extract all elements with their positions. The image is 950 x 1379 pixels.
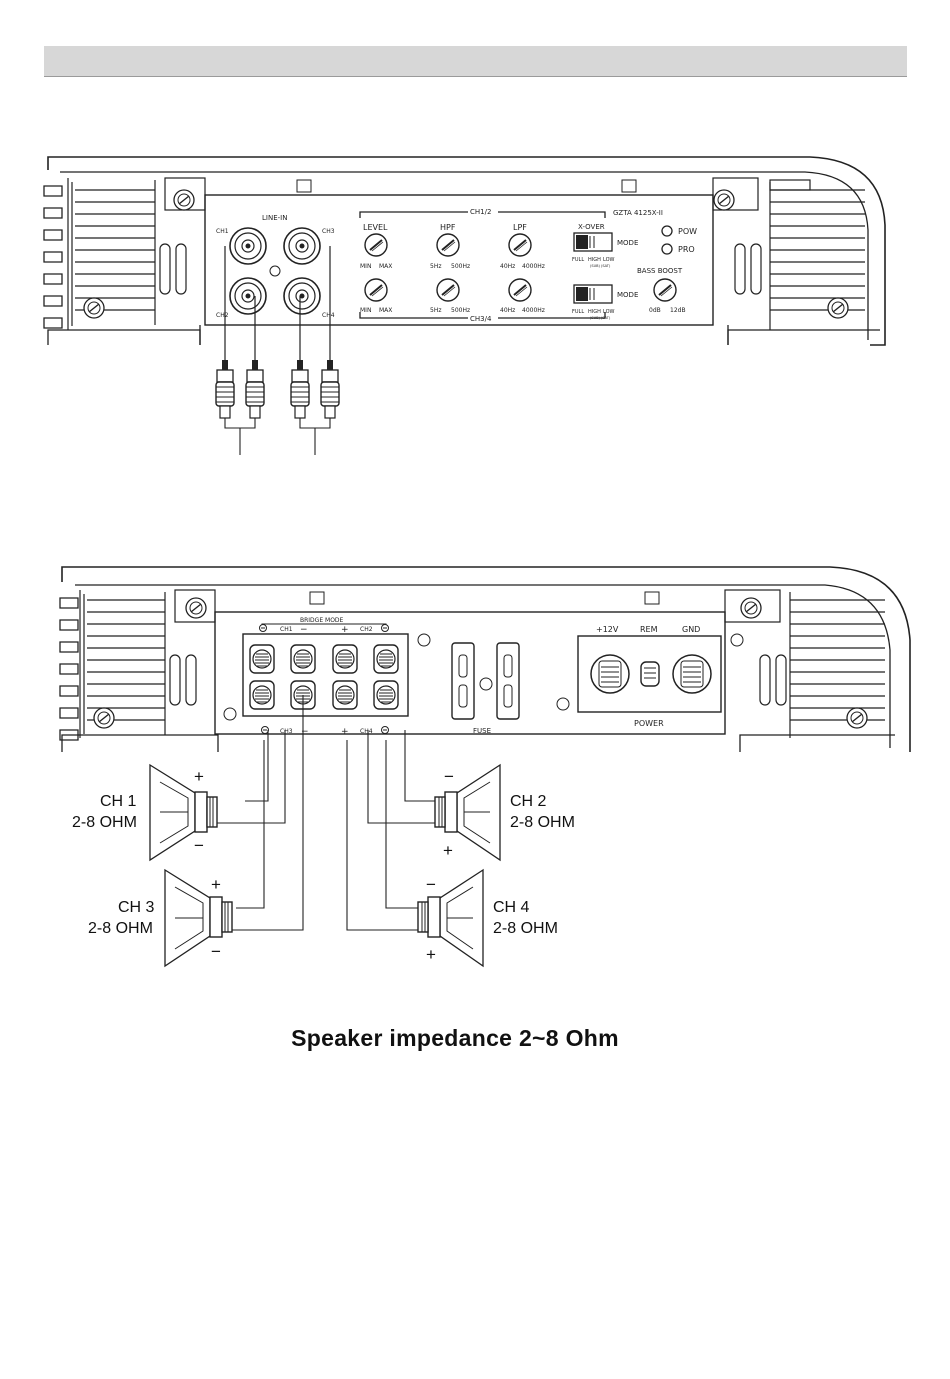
speaker-ch4: [417, 868, 484, 968]
speaker-ch1: [149, 763, 218, 862]
label-level-min-2: MIN: [360, 307, 371, 314]
label-hpf-hi-1: 500Hz: [451, 263, 470, 270]
label-low-1: LOW: [603, 257, 615, 263]
label-level: LEVEL: [363, 223, 388, 232]
label-lpf-lo-1: 40Hz: [500, 263, 515, 270]
label-bass-boost: BASS BOOST: [637, 267, 683, 275]
label-ch34: CH3/4: [470, 315, 492, 323]
label-bottom-ch3: CH3: [280, 728, 293, 735]
ch1-plus-sign: +: [194, 767, 204, 786]
caption-text: Speaker impedance 2~8 Ohm: [291, 1025, 619, 1051]
ch3-minus-sign: −: [211, 942, 221, 961]
ch4-minus-sign: −: [426, 875, 436, 894]
label-hpf-lo-1: 5Hz: [430, 263, 441, 270]
label-lpf-lo-2: 40Hz: [500, 307, 515, 314]
label-full-1: FULL: [572, 257, 584, 263]
label-high-1: HIGH: [588, 257, 601, 263]
speaker-ch2: [434, 763, 501, 862]
label-line-in: LINE-IN: [262, 214, 287, 222]
label-ch12: CH1/2: [470, 208, 491, 216]
top-amplifier: LINE-IN CH1 CH3 CH2 CH4 CH1/2 CH3/4 GZTA…: [43, 156, 886, 455]
label-rem: REM: [640, 625, 658, 634]
label-speaker-ch4: CH 4: [493, 899, 530, 916]
label-speaker-ch3: CH 3: [118, 899, 155, 916]
label-top-ch2: CH2: [216, 312, 229, 319]
label-bottom-minus: −: [301, 727, 309, 737]
label-power: POWER: [634, 719, 664, 728]
label-speaker-ch1-ohm: 2-8 OHM: [72, 814, 137, 831]
label-speaker-ch1: CH 1: [100, 793, 137, 810]
label-top-plus: +: [341, 625, 349, 635]
label-high-2: HIGH: [588, 309, 601, 315]
label-top-ch4: CH4: [322, 312, 335, 319]
label-fuse: FUSE: [473, 727, 491, 735]
label-mode-2: MODE: [617, 291, 638, 299]
label-12v: +12V: [596, 625, 619, 634]
label-lpf: LPF: [513, 223, 527, 232]
ch1-minus-sign: −: [194, 836, 204, 855]
ch4-plus-sign: +: [426, 945, 436, 964]
label-level-max-2: MAX: [379, 307, 392, 314]
label-bridge-mode: BRIDGE MODE: [300, 617, 344, 624]
label-hpf-lo-2: 5Hz: [430, 307, 441, 314]
label-xover: X-OVER: [578, 223, 605, 231]
label-speaker-ch2: CH 2: [510, 793, 547, 810]
ch3-plus-sign: +: [211, 875, 221, 894]
label-bb-lo: 0dB: [649, 307, 661, 314]
label-lpf-hi-2: 4000Hz: [522, 307, 545, 314]
bottom-amplifier: BRIDGE MODE CH1 − + CH2 CH3 − + CH4 FUSE…: [59, 566, 911, 752]
label-bottom-ch2: CH2: [360, 626, 373, 633]
caption: Speaker impedance 2~8 Ohm: [0, 1025, 950, 1052]
ch2-minus-sign: −: [444, 767, 454, 786]
label-gnd: GND: [682, 625, 700, 634]
label-hpf: HPF: [440, 223, 456, 232]
ch2-plus-sign: +: [443, 841, 453, 860]
label-speaker-ch4-ohm: 2-8 OHM: [493, 920, 558, 937]
label-level-min-1: MIN: [360, 263, 371, 270]
label-hpf-hi-2: 500Hz: [451, 307, 470, 314]
label-top-minus: −: [300, 625, 308, 635]
header-bar: [44, 46, 907, 77]
label-bottom-plus: +: [341, 727, 349, 737]
label-pow: POW: [678, 227, 697, 236]
label-lpf-hi-1: 4000Hz: [522, 263, 545, 270]
label-bottom-ch1: CH1: [280, 626, 293, 633]
label-model: GZTA 4125X-II: [613, 209, 663, 217]
label-full-2: FULL: [572, 309, 584, 315]
label-level-max-1: MAX: [379, 263, 392, 270]
speaker-wires: [217, 695, 440, 931]
label-subsat-1: (SUB) (SAT): [590, 264, 611, 268]
pro-led-icon: [661, 243, 673, 255]
label-low-2: LOW: [603, 309, 615, 315]
power-terminal-icon: [590, 654, 712, 694]
label-pro: PRO: [678, 245, 695, 254]
label-bb-hi: 12dB: [670, 307, 686, 314]
fuse-icon: [451, 642, 520, 720]
label-speaker-ch3-ohm: 2-8 OHM: [88, 920, 153, 937]
label-bottom-ch4: CH4: [360, 728, 373, 735]
pow-led-icon: [661, 225, 673, 237]
label-top-ch3: CH3: [322, 228, 335, 235]
label-speaker-ch2-ohm: 2-8 OHM: [510, 814, 575, 831]
label-subsat-2: (SUB) (SAT): [590, 316, 611, 320]
label-mode-1: MODE: [617, 239, 638, 247]
label-top-ch1: CH1: [216, 228, 229, 235]
speaker-ch3: [164, 868, 233, 968]
